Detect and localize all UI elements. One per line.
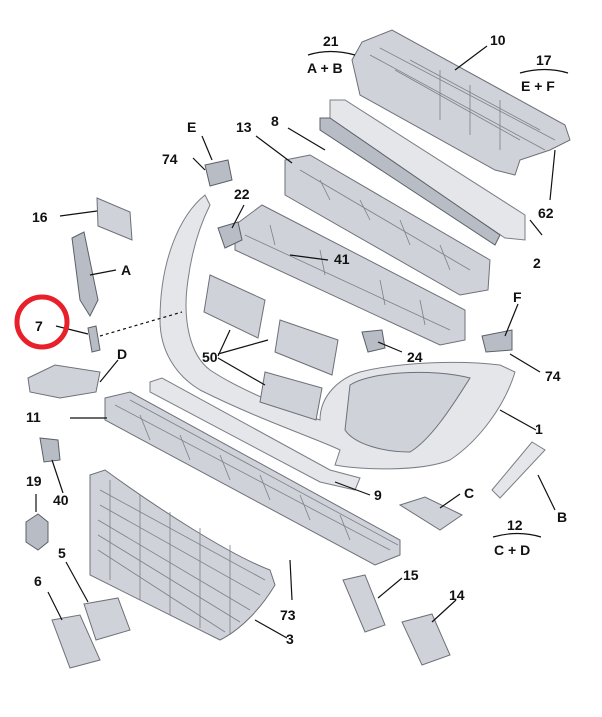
part-22-bracket [217,221,243,249]
callout-D: D [117,346,127,362]
part-9-strip [149,377,361,491]
callout-14: 14 [449,587,465,603]
part-14 [401,613,451,666]
part-40 [39,437,61,463]
callout-13: 13 [236,119,252,135]
part-19-emblem [25,513,49,551]
leader-lines [35,45,556,639]
callout-7: 7 [35,318,43,334]
callout-73: 73 [280,607,296,623]
callout-5: 5 [58,545,66,561]
callout-10: 10 [490,32,506,48]
part-24-bracket [361,329,386,353]
callout-B: B [557,509,567,525]
callout-12: 12 [507,517,523,533]
callout-8: 8 [271,113,279,129]
callout-11: 11 [26,409,41,425]
callout-24: 24 [407,349,423,365]
part-15 [342,574,386,633]
part-3-main-grille [89,469,276,641]
part-7 [87,325,101,353]
group-label-17: E + F [521,78,555,94]
part-5 [83,597,131,641]
callout-16: 16 [32,209,48,225]
part-B [491,441,546,499]
part-D [27,364,101,399]
callout-A: A [121,262,131,278]
part-50-inserts [203,274,339,421]
highlight-circle [14,294,70,350]
part-A-bracket [71,231,99,318]
part-E-bracket [204,159,233,187]
part-F-bracket [481,329,513,353]
callout-19: 19 [26,473,42,489]
callout-41: 41 [334,251,350,267]
callout-21: 21 [323,33,339,49]
part-16 [96,197,133,241]
part-13-absorber [284,154,491,296]
callout-15: 15 [403,567,419,583]
callout-9: 9 [374,487,382,503]
group-label-21: A + B [307,60,343,76]
callout-50: 50 [202,349,218,365]
callout-74-right: 74 [545,368,561,384]
part-1-bumper [159,194,516,470]
part-6 [51,614,101,669]
part-41-beam [234,204,466,346]
callout-17: 17 [536,52,552,68]
part-8-strip [319,99,526,246]
callout-6: 6 [34,573,42,589]
group-label-12: C + D [494,542,530,558]
callout-22: 22 [234,186,250,202]
callout-F: F [513,289,522,305]
callout-62: 62 [538,205,554,221]
part-C [398,496,463,531]
callout-2: 2 [533,255,541,271]
callout-E: E [187,119,196,135]
callout-74-top: 74 [162,151,178,167]
callout-1: 1 [535,421,543,437]
callout-3: 3 [286,631,294,647]
callout-40: 40 [53,492,69,508]
part-10-upper-support [351,29,571,176]
callout-C: C [464,485,474,501]
group-brackets [307,50,569,538]
part-11-lower-grille [104,391,401,566]
